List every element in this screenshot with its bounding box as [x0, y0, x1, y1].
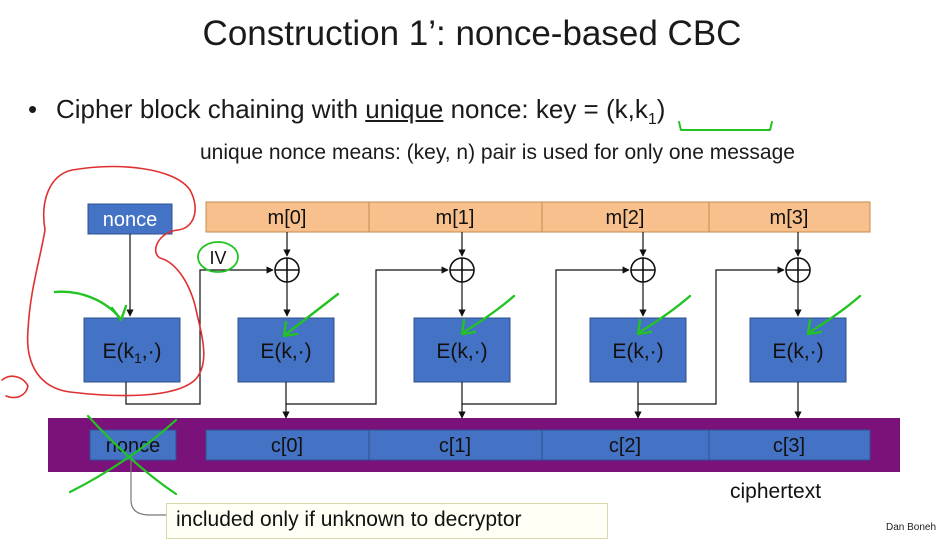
ct-label: c[1]	[439, 435, 471, 457]
enc-k1-label: E(k1,·)	[102, 340, 161, 366]
ct-label: c[3]	[773, 435, 805, 457]
bullet-suffix: nonce: key = (k,k	[443, 94, 648, 124]
unique-nonce-definition: unique nonce means: (key, n) pair is use…	[200, 141, 795, 164]
xor-to-enc-arrows	[283, 282, 802, 317]
message-arrows	[283, 232, 802, 257]
enc-label: E(k,·)	[612, 340, 663, 363]
green-arrowhead-icon	[282, 320, 299, 338]
enc-box	[749, 317, 847, 383]
enc-box-k1	[83, 317, 181, 383]
encryption-blocks	[83, 317, 847, 383]
green-arrowhead-icon	[636, 318, 653, 336]
bullet-dot: •	[28, 94, 38, 124]
author-credit: Dan Boneh	[886, 522, 937, 533]
iv-circle-annotation	[197, 241, 239, 273]
chaining-lines	[125, 266, 802, 419]
message-label: m[1]	[436, 207, 475, 229]
ciphertext-blocks: c[0] c[1] c[2] c[3]	[205, 429, 871, 461]
key-bracket-annotation	[678, 121, 773, 131]
bullet-subscript: 1	[647, 111, 657, 129]
xor-symbols	[274, 257, 811, 283]
enc-label: E(k,·)	[436, 340, 487, 363]
slide-title: Construction 1’: nonce-based CBC	[202, 14, 742, 53]
enc-label: E(k,·)	[260, 340, 311, 363]
message-cell	[708, 201, 871, 233]
ct-nonce-label: nonce	[106, 435, 161, 457]
green-arrowhead-icon	[110, 304, 128, 322]
message-bar: m[0] m[1] m[2] m[3]	[205, 201, 871, 233]
bullet-close: )	[656, 94, 666, 124]
green-arrow-icon	[462, 294, 516, 334]
green-cross-icon	[86, 414, 178, 496]
ciphertext-label: ciphertext	[730, 480, 822, 503]
bullet-prefix: Cipher block chaining with	[56, 94, 366, 124]
red-circle-annotation	[26, 165, 205, 397]
green-arrow-icon	[808, 294, 862, 334]
red-mark-annotation	[1, 375, 29, 399]
ct-cell	[541, 429, 710, 461]
message-label: m[2]	[606, 207, 645, 229]
iv-label: IV	[209, 248, 226, 268]
bullet-underlined-word: unique	[365, 94, 444, 124]
ct-cell	[708, 429, 871, 461]
green-arrowhead-icon	[460, 318, 477, 336]
green-arrowhead-icon	[806, 318, 823, 336]
green-arrow-icon	[284, 292, 340, 336]
green-cross-icon	[68, 418, 178, 494]
message-cell	[541, 201, 710, 233]
bullet-line: • Cipher block chaining with unique nonce…	[28, 94, 665, 129]
green-arrow-icon	[638, 294, 692, 334]
note-text: included only if unknown to decryptor	[176, 508, 522, 531]
handwritten-annotations	[1, 121, 862, 496]
ct-label: c[2]	[609, 435, 641, 457]
ct-label: c[0]	[271, 435, 303, 457]
ct-cell	[205, 429, 370, 461]
nonce-label: nonce	[103, 209, 158, 231]
green-arrow-icon	[53, 290, 122, 320]
callout-connector	[130, 460, 166, 516]
message-cell	[368, 201, 543, 233]
enc-label: E(k,·)	[772, 340, 823, 363]
message-label: m[0]	[268, 207, 307, 229]
message-label: m[3]	[770, 207, 809, 229]
